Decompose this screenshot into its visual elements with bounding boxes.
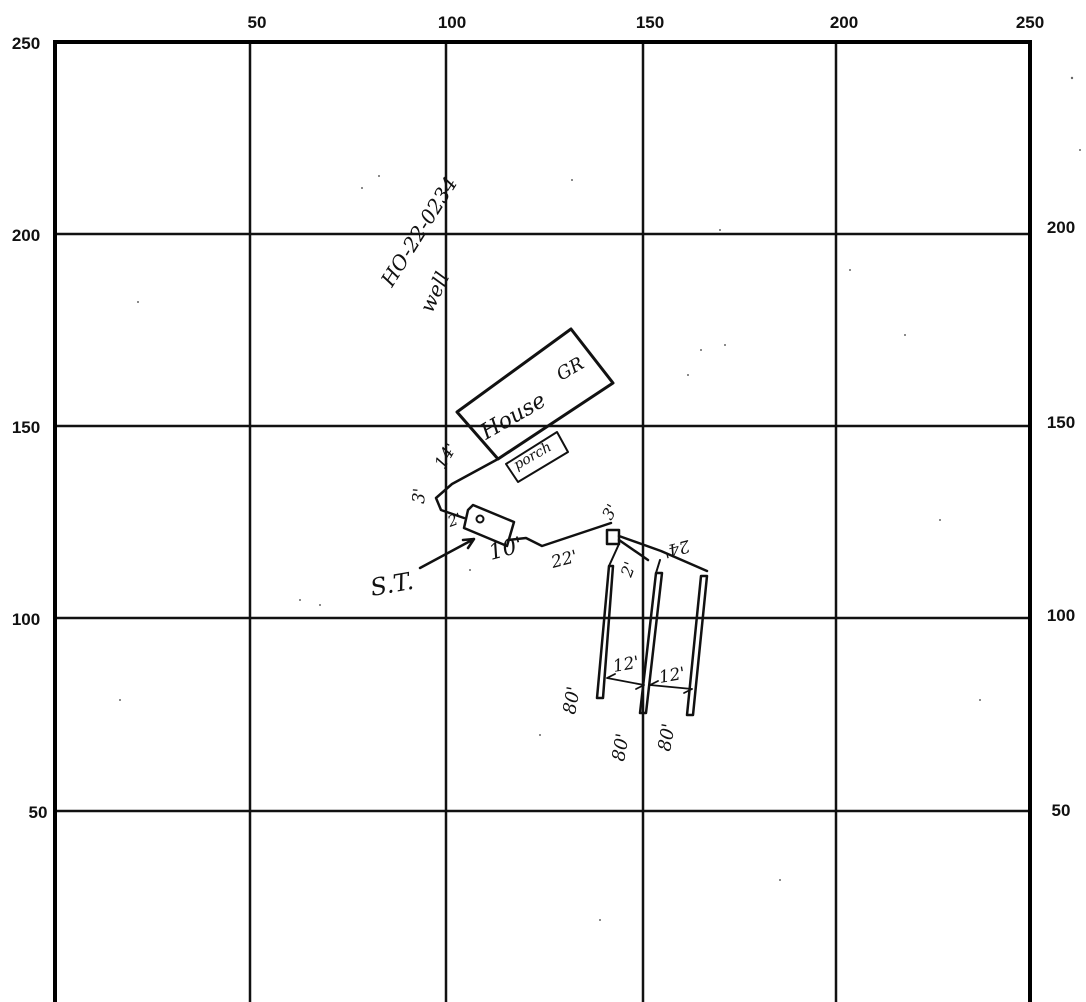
dim-eighty-a: 80' [559,685,585,716]
dim-eighty-b: 80' [608,732,634,763]
y-tick-right-100: 100 [1047,606,1075,625]
dim-twenty-four: 24' [661,535,693,561]
y-tick-left-200: 200 [12,226,40,245]
dim-house-side: 14' [431,440,461,473]
dim-eighty-c: 80' [654,722,680,753]
septic-tank-marker [475,514,485,524]
house-tag-label: GR [553,353,588,385]
y-tick-left-250: 250 [12,34,40,53]
trench-1 [595,564,615,700]
dim-twelve-a: 12' [611,653,640,677]
sewer-pipe [506,521,613,548]
y-tick-right-200: 200 [1047,218,1075,237]
y-tick-right-50: 50 [1052,801,1071,820]
dim-two-b: 2' [617,559,640,580]
dim-two-a: 2' [444,509,464,531]
scan-specks [119,76,1081,921]
trench-3 [685,574,709,717]
y-tick-left-150: 150 [12,418,40,437]
septic-tank-arrow [418,537,476,570]
spacing-arrow-a [606,673,645,690]
dim-twelve-b: 12' [657,664,686,688]
well-id-label: HO-22-0234 [375,172,462,291]
porch-outline [505,431,569,483]
x-tick-100: 100 [438,13,466,32]
dim-ten: 10' [486,533,525,566]
septic-tank-label: S.T. [368,567,416,602]
handwritten-sketch: HO-22-0234 well House GR porch 14' 3' 2'… [368,172,709,763]
x-tick-150: 150 [636,13,664,32]
trench-2 [638,571,664,715]
spacing-arrow-b [649,680,693,694]
grid [53,40,1032,1002]
distribution-box [605,528,621,546]
septic-tank-outline [462,503,516,548]
grid-border [53,40,1032,1002]
y-tick-right-150: 150 [1047,413,1075,432]
x-tick-50: 50 [248,13,267,32]
well-label: well [415,268,454,316]
header-line [617,534,709,573]
porch-label: porch [511,439,554,473]
house-label: House [476,388,551,446]
house-to-pipe-line [434,457,500,520]
y-tick-left-100: 100 [12,610,40,629]
tick-labels: 50 100 150 200 250 250 200 150 100 50 20… [12,13,1075,822]
dim-three-a: 3' [409,487,430,504]
y-tick-left-50: 50 [29,803,48,822]
trench-connector [608,543,661,574]
x-tick-200: 200 [830,13,858,32]
house-outline [455,327,615,461]
x-tick-250: 250 [1016,13,1044,32]
dim-three-b: 3' [598,501,622,523]
dim-twenty-two: 22' [548,547,580,573]
